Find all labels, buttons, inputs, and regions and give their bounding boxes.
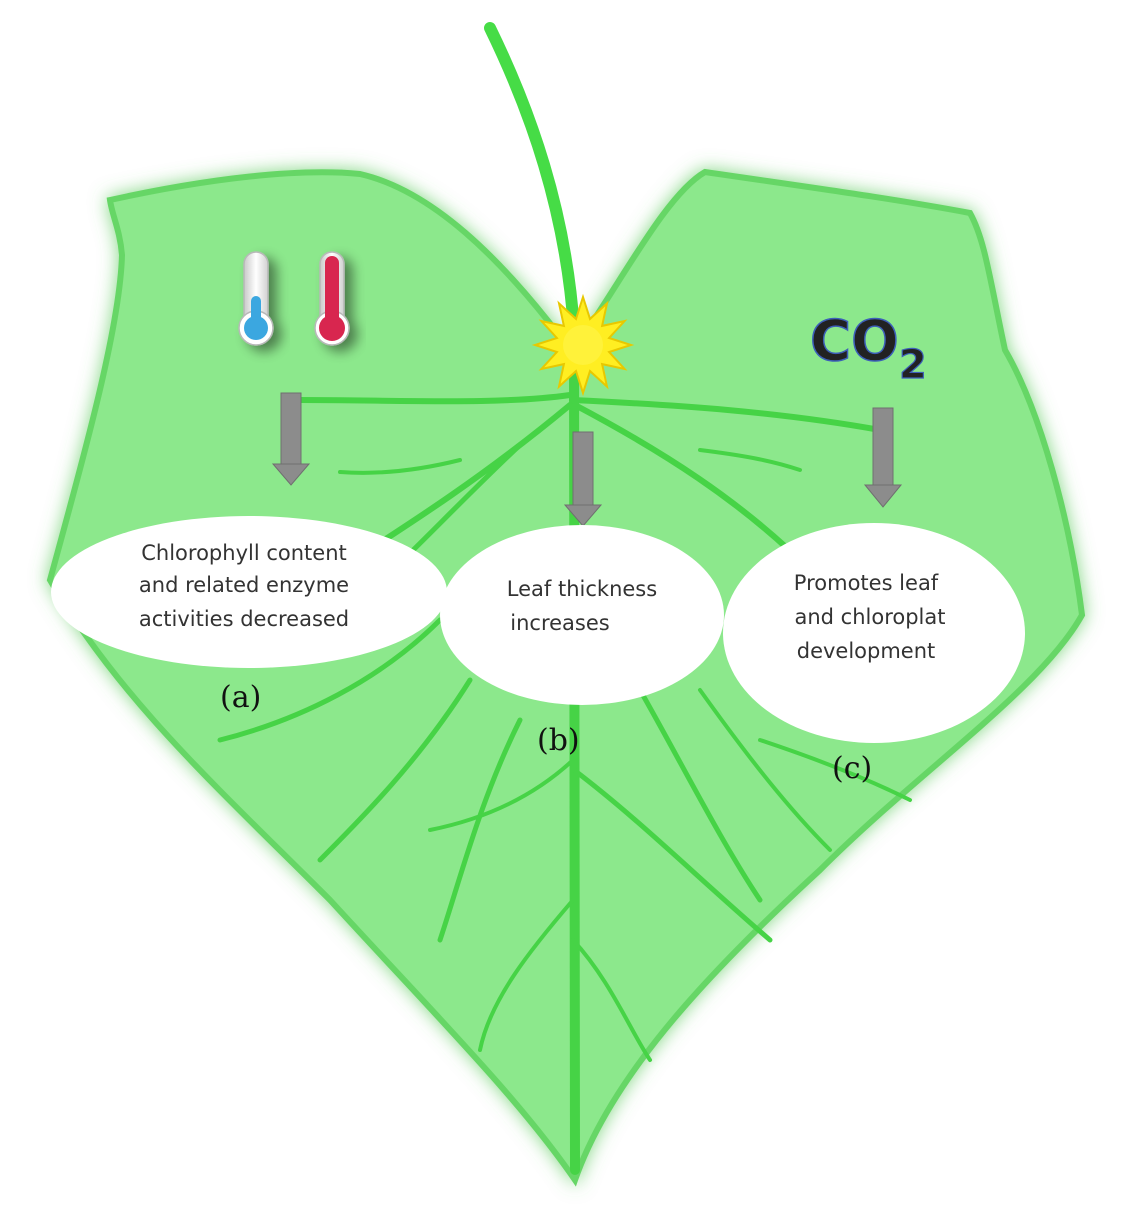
leaf-veins [217, 325, 912, 1175]
ellipse-a-line-2: and related enzyme [139, 573, 349, 597]
arrow-c [863, 407, 903, 508]
leaf-stem [484, 22, 580, 336]
ellipse-a-line-3: activities decreased [139, 607, 349, 631]
panel-label-a: (a) [220, 680, 261, 715]
ellipse-b-line-2: increases [510, 611, 609, 635]
ellipse-c-line-1: Promotes leaf [794, 571, 939, 595]
panel-label-c: (c) [832, 751, 872, 786]
arrow-b [563, 431, 603, 527]
thermometer-cold-icon [238, 251, 274, 346]
sun-icon [531, 293, 635, 397]
panel-label-b: (b) [537, 723, 580, 758]
ellipse-b-line-1: Leaf thickness [507, 577, 657, 601]
arrow-a [271, 392, 311, 486]
ellipse-c-line-3: development [797, 639, 936, 663]
ellipse-c-line-2: and chloroplat [794, 605, 945, 629]
thermometer-hot-icon [314, 251, 350, 346]
ellipse-a-line-1: Chlorophyll content [141, 541, 347, 565]
co2-label: CO 2 [809, 308, 927, 388]
co2-subscript: 2 [899, 342, 927, 388]
effect-ellipse-a: Chlorophyll content and related enzyme a… [51, 516, 447, 668]
effect-ellipse-b: Leaf thickness increases [440, 525, 724, 705]
co2-main-text: CO [810, 309, 899, 374]
effect-ellipse-c: Promotes leaf and chloroplat development [723, 523, 1025, 743]
